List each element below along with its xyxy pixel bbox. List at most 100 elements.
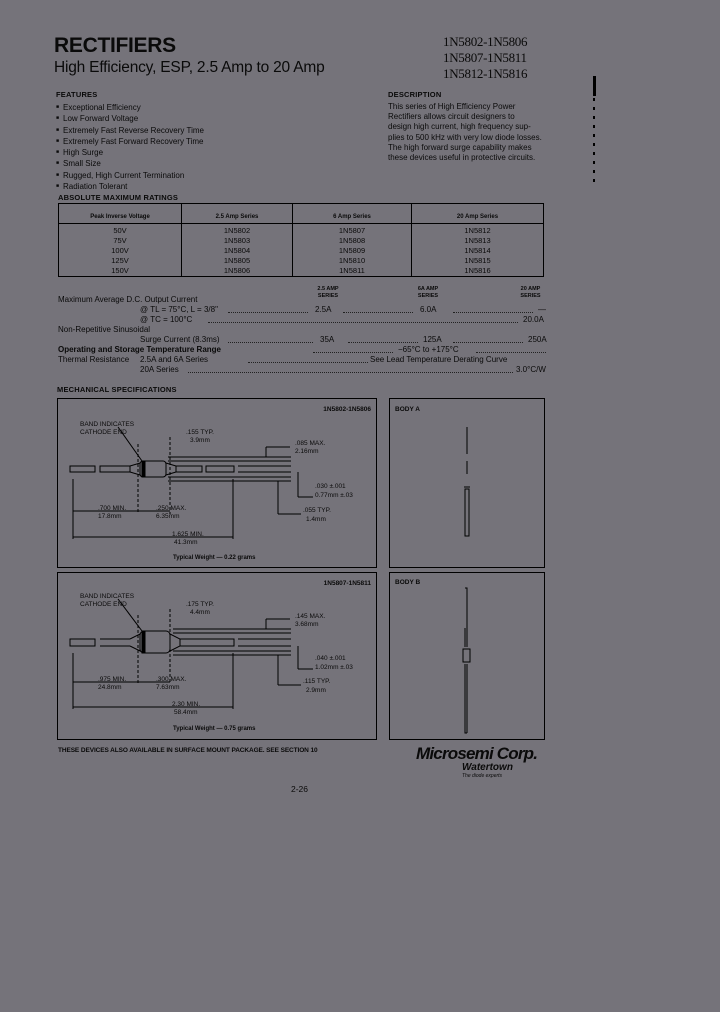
col-header-20a-series: 20 AMP SERIES (520, 286, 541, 299)
body-b-label: BODY B (395, 579, 421, 586)
leader-dots (453, 312, 533, 313)
description-text: This series of High Efficiency Power Rec… (388, 102, 598, 163)
temp-range-value: −65°C to +175°C (398, 345, 459, 354)
body-b-frame: BODY B (389, 572, 545, 740)
cell: 1N5803 (181, 236, 293, 246)
body-len-in: .175 TYP. (186, 601, 214, 608)
col-header-20a: 20 Amp Series (411, 203, 544, 224)
cell: 1N5809 (292, 246, 412, 256)
feature-item: Extremely Fast Reverse Recovery Time (56, 125, 204, 136)
cell: 1N5815 (411, 256, 544, 266)
description-line: The high forward surge capability makes (388, 142, 532, 152)
max-avg-current-label: Maximum Average D.C. Output Current (58, 295, 198, 304)
margin-ticks (593, 98, 595, 188)
val-2-5a: 2.5A (315, 305, 332, 314)
logo-tagline: The diode experts (462, 773, 503, 779)
surge-6a: 125A (423, 335, 442, 344)
cell: 1N5804 (181, 246, 293, 256)
feature-item: High Surge (56, 147, 204, 158)
body-len-in: .155 TYP. (186, 429, 214, 436)
band-note-line1: BAND INDICATES (80, 593, 135, 600)
col-header-6a-series: 6A AMP SERIES (417, 286, 439, 299)
leader-dots (453, 342, 523, 343)
lead-dia-in: .030 ±.001 (315, 483, 346, 490)
end-dia-in: .115 TYP. (303, 678, 331, 685)
lead-len-in: .700 MIN. (98, 505, 127, 512)
surge-20a: 250A (528, 335, 547, 344)
col-header-2-5a: 2.5 Amp Series (181, 203, 293, 224)
nonrep-label: Non-Repetitive Sinusoidal (58, 325, 151, 334)
cell: 1N5814 (411, 246, 544, 256)
typical-weight: Typical Weight — 0.75 grams (173, 726, 256, 732)
drawing-2-frame: 1N5807-1N5811 BAND INDICATES CATHODE END… (57, 572, 377, 740)
cell: 1N5802 (181, 223, 293, 236)
part-range-3: 1N5812-1N5816 (443, 66, 528, 81)
part-number-ranges: 1N5802-1N5806 1N5807-1N5811 1N5812-1N581… (443, 34, 528, 82)
body-len-mm: 4.4mm (190, 609, 210, 616)
leader-dots (343, 312, 413, 313)
description-line: Rectifiers allows circuit designers to (388, 112, 515, 122)
page-number: 2-26 (291, 784, 309, 794)
body-max-in: .300 MAX. (156, 676, 187, 683)
lead-len-mm: 24.8mm (98, 684, 122, 691)
cell: 1N5808 (292, 236, 412, 246)
body-max-mm: 7.63mm (156, 684, 180, 691)
cell: 150V (111, 266, 129, 275)
table-row: 50V 1N5802 1N5807 1N5812 (59, 223, 544, 236)
leader-dots (313, 352, 393, 353)
part-range-1: 1N5802-1N5806 (443, 34, 528, 49)
description-line: This series of High Efficiency Power (388, 102, 516, 111)
leader-dots (348, 342, 418, 343)
total-len-mm: 41.3mm (174, 539, 198, 546)
thermal-series-1: 2.5A and 6A Series (140, 355, 209, 364)
body-b-drawing (462, 587, 471, 734)
feature-item: Radiation Tolerant (56, 181, 204, 192)
val-6a: 6.0A (420, 305, 437, 314)
surface-mount-note: THESE DEVICES ALSO AVAILABLE IN SURFACE … (58, 747, 318, 754)
page-subtitle: High Efficiency, ESP, 2.5 Amp to 20 Amp (54, 59, 325, 76)
drawing-2-part-range: 1N5807-1N5811 (323, 580, 371, 587)
thermal-series-2: 20A Series (140, 365, 179, 374)
leader-dots (188, 372, 513, 373)
abs-max-ratings-table: Peak Inverse Voltage 2.5 Amp Series 6 Am… (58, 203, 544, 277)
band-note-line2: CATHODE END (80, 429, 127, 436)
body-a-frame: BODY A (389, 398, 545, 568)
val-20a-tc: 20.0A (523, 315, 544, 324)
logo-company: Microsemi Corp. (416, 744, 538, 763)
description-heading: DESCRIPTION (388, 90, 442, 99)
temp-range-label: Operating and Storage Temperature Range (58, 345, 221, 354)
total-len-mm: 58.4mm (174, 709, 198, 716)
col-header-piv: Peak Inverse Voltage (58, 203, 182, 224)
features-heading: FEATURES (56, 90, 98, 99)
diode-outline-drawing (69, 598, 313, 709)
body-dia-in: .085 MAX. (295, 440, 326, 447)
end-dia-mm: 1.4mm (306, 516, 326, 523)
thermal-label: Thermal Resistance (58, 355, 130, 364)
thermal-value-2: 3.0°C/W (516, 365, 546, 374)
cell: 1N5807 (292, 223, 412, 236)
body-dia-mm: 2.16mm (295, 448, 319, 455)
lead-dia-mm: 1.02mm ±.03 (315, 664, 353, 671)
cell: 75V (113, 236, 127, 245)
features-section: FEATURES Exceptional Efficiency Low Forw… (56, 90, 204, 192)
lead-dia-in: .040 ±.001 (315, 655, 346, 662)
total-len-in: 1.625 MIN. (172, 531, 204, 538)
lead-len-mm: 17.8mm (98, 513, 122, 520)
margin-marker (593, 76, 596, 96)
band-note-line1: BAND INDICATES (80, 421, 135, 428)
lead-dia-mm: 0.77mm ±.03 (315, 492, 353, 499)
end-dia-mm: 2.9mm (306, 687, 326, 694)
microsemi-logo: Microsemi Corp. Watertown The diode expe… (416, 744, 538, 779)
feature-item: Exceptional Efficiency (56, 102, 204, 113)
body-a-label: BODY A (395, 406, 420, 413)
cell: 125V (111, 256, 129, 265)
feature-item: Low Forward Voltage (56, 113, 204, 124)
table-row: 75V 1N5803 1N5808 1N5813 (59, 236, 544, 246)
body-dia-mm: 3.68mm (295, 621, 319, 628)
leader-dots (208, 322, 518, 323)
description-line: plies to 500 kHz with very low diode los… (388, 132, 542, 142)
cell: 1N5810 (292, 256, 412, 266)
logo-division: Watertown (462, 762, 513, 773)
lead-len-in: .975 MIN. (98, 676, 127, 683)
description-line: these devices useful in protective circu… (388, 153, 536, 163)
